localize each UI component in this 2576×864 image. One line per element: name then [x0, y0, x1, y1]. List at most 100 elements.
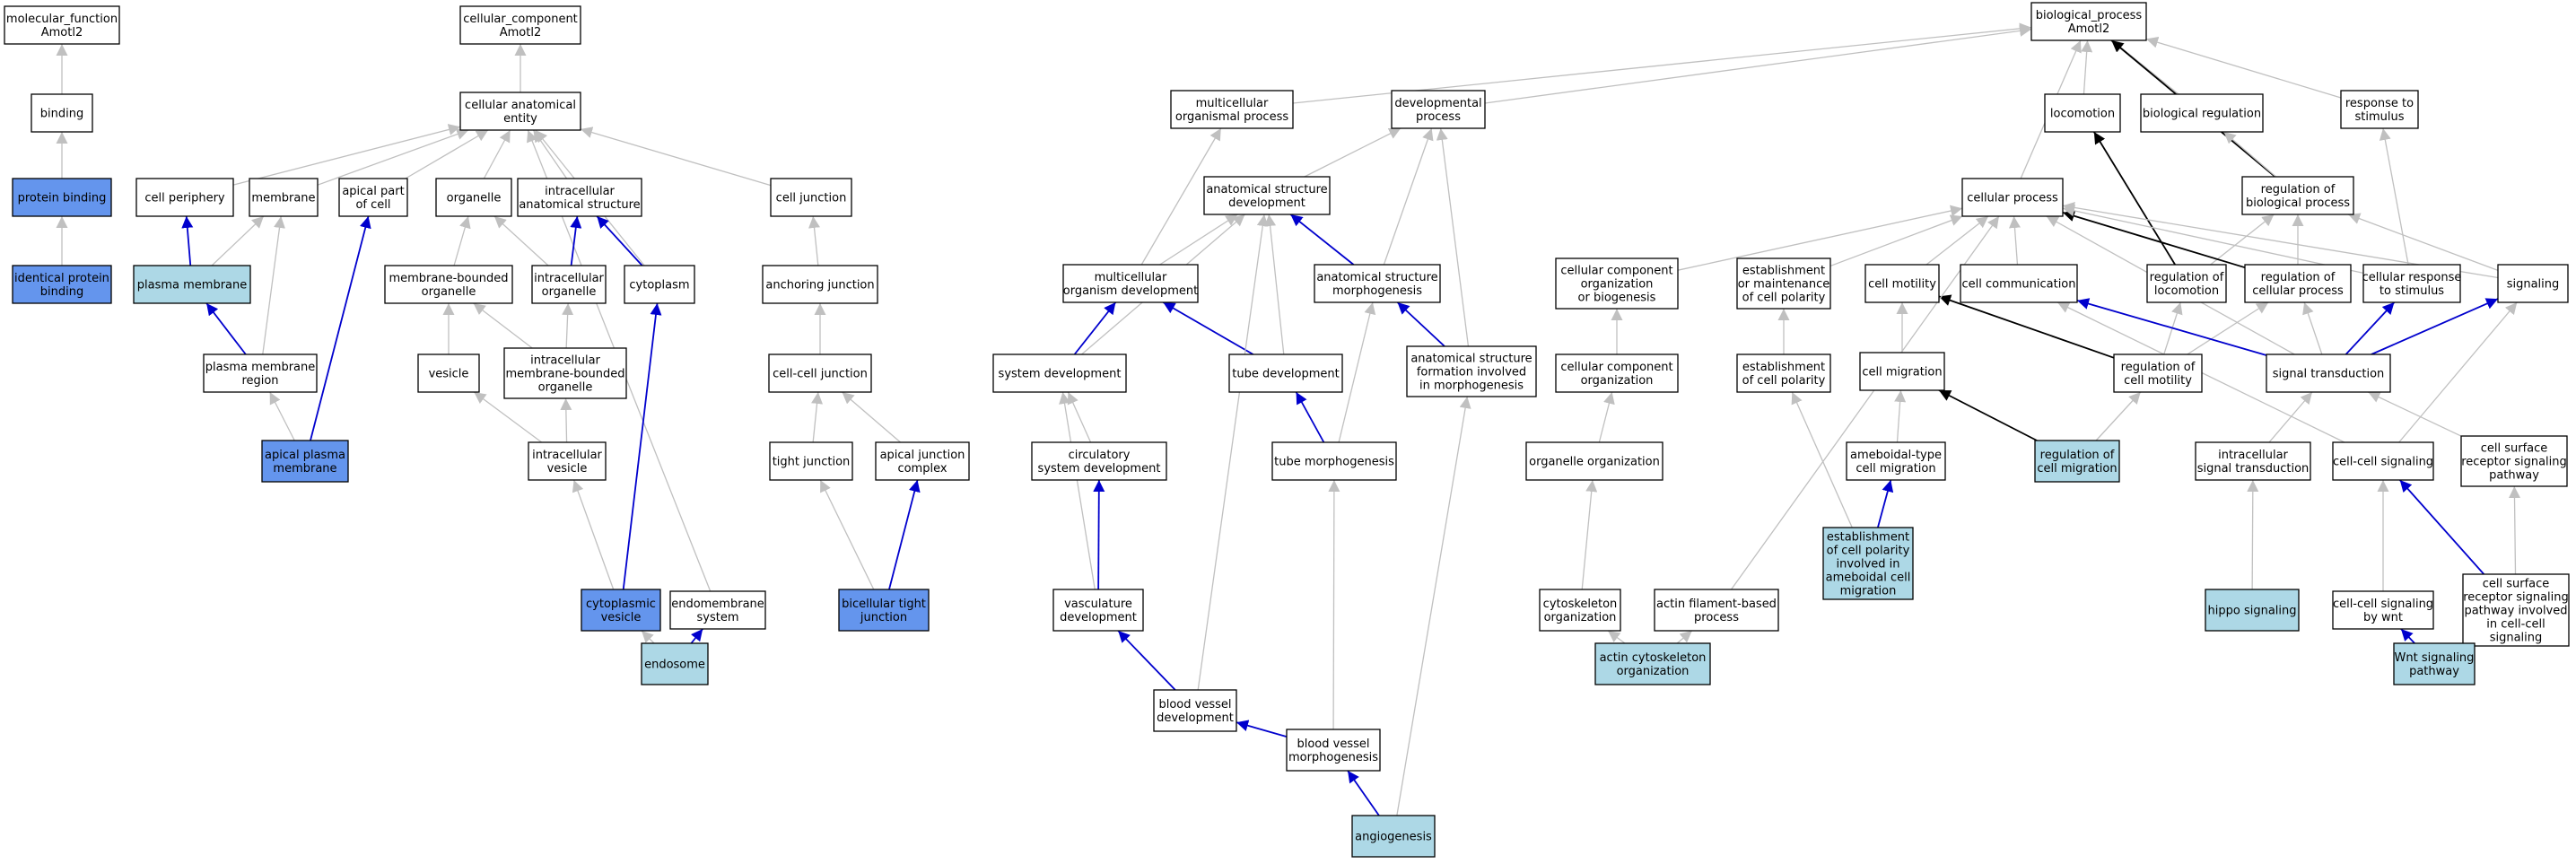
node-label-line: biological process [2246, 196, 2350, 210]
node-label-line: Amotl2 [41, 26, 83, 39]
node-label-line: formation involved [1417, 366, 1526, 380]
node-label-line: cell motility [1868, 278, 1936, 292]
node-label-line: cell junction [776, 192, 847, 205]
node-label-line: regulation of [2121, 361, 2196, 374]
node-cell_periphery: cell periphery [135, 178, 234, 217]
node-label-line: receptor signaling [2463, 591, 2569, 605]
node-label-line: developmental [1394, 97, 1481, 110]
node-box [2497, 264, 2569, 303]
node-hippo: hippo signaling [2205, 589, 2300, 632]
node-box [1555, 257, 1679, 310]
node-label-line: signal transduction [2197, 462, 2310, 476]
node-label-line: establishment [1827, 531, 1909, 545]
node-label-line: cellular_component [463, 13, 578, 26]
node-box [1555, 353, 1679, 393]
node-box [338, 178, 408, 217]
node-label-line: cell-cell signaling [2333, 456, 2433, 469]
edge-io-to-ias [570, 215, 582, 266]
node-label-line: intracellular [534, 272, 604, 285]
node-box [1859, 352, 1945, 391]
edge-ajc-to-ccj [842, 391, 901, 443]
node-label-line: cell-cell junction [773, 368, 868, 381]
edge-rol-to-locomotion [2093, 131, 2176, 266]
edge-btj-to-tight_junction [819, 479, 875, 590]
node-label-line: cell migration [1862, 366, 1942, 380]
node-label-line: regulation of [2261, 183, 2336, 196]
node-endosome: endosome [641, 642, 709, 685]
node-box [770, 178, 852, 217]
node-box [1864, 264, 1940, 303]
edge-btj-to-ajc [888, 479, 921, 590]
node-plasma_membrane: plasma membrane [133, 265, 251, 304]
node-box [2140, 93, 2264, 133]
node-box [992, 353, 1127, 393]
node-label-line: blood vessel [1297, 737, 1369, 751]
node-box [261, 440, 349, 483]
edge-crts-to-rts [2379, 127, 2409, 266]
edge-asfm-to-asm [1396, 301, 1445, 347]
node-box [1062, 264, 1199, 303]
node-label-line: endomembrane [671, 598, 764, 611]
node-box [2266, 353, 2391, 393]
edge-endosome-to-cv [641, 630, 655, 644]
node-label-line: to stimulus [2380, 284, 2444, 298]
node-box [1351, 815, 1436, 858]
node-cell_migration: cell migration [1859, 352, 1945, 391]
node-label-line: anchoring junction [765, 279, 874, 292]
node-label-line: ameboidal cell [1826, 572, 1911, 585]
node-label-line: system development [999, 368, 1122, 381]
edge-cv-to-iv [572, 479, 615, 590]
node-box [669, 590, 766, 630]
node-label-line: intracellular [545, 185, 615, 198]
node-label-line: bicellular tight [842, 598, 926, 611]
node-label-line: membrane [273, 462, 336, 476]
edge-asd-to-dp [1304, 127, 1402, 178]
node-label-line: cellular component [1560, 361, 1672, 374]
node-label-line: protein binding [18, 192, 107, 205]
node-label-line: development [1157, 711, 1234, 725]
node-label-line: in morphogenesis [1419, 380, 1524, 393]
node-label-line: cytoskeleton [1543, 598, 1618, 611]
node-label-line: organization [1544, 611, 1617, 624]
edge-aco-to-afbp [1676, 630, 1693, 644]
node-label-line: morphogenesis [1288, 751, 1378, 764]
edge-afbp-to-cellular_process [1730, 215, 2000, 590]
edge-pmr-to-plasma_membrane [205, 302, 247, 355]
node-label-line: intracellular [530, 354, 600, 368]
edge-sysdev-to-mod [1073, 301, 1117, 355]
edge-cell_periphery-to-cae [232, 124, 461, 186]
node-label-line: organelle [422, 285, 476, 299]
node-org_org: organelle organization [1525, 441, 1663, 481]
node-anchoring_junction: anchoring junction [762, 265, 878, 304]
edge-asm-to-asd [1289, 214, 1355, 266]
node-label-line: plasma membrane [205, 361, 316, 374]
node-box [2195, 441, 2311, 481]
edge-imbo-to-mbo [473, 302, 533, 349]
node-label-line: binding [40, 285, 83, 299]
node-label-line: anatomical structure [1316, 271, 1437, 284]
edge-asm-to-dp [1383, 127, 1434, 266]
edge-ias-to-cae [532, 129, 568, 179]
edge-vascdev-to-csd [1093, 479, 1105, 590]
node-box [581, 589, 661, 632]
node-box [2030, 2, 2147, 41]
node-label-line: locomotion [2154, 284, 2219, 298]
node-box [133, 265, 251, 304]
node-box [1286, 729, 1381, 772]
node-label-line: establishment [1742, 361, 1825, 374]
node-label-line: cellular anatomical [465, 99, 576, 112]
node-cytoplasm: cytoplasm [624, 265, 695, 304]
edge-sig_trans-to-crts [2345, 301, 2396, 355]
node-label-line: signal transduction [2273, 368, 2385, 381]
